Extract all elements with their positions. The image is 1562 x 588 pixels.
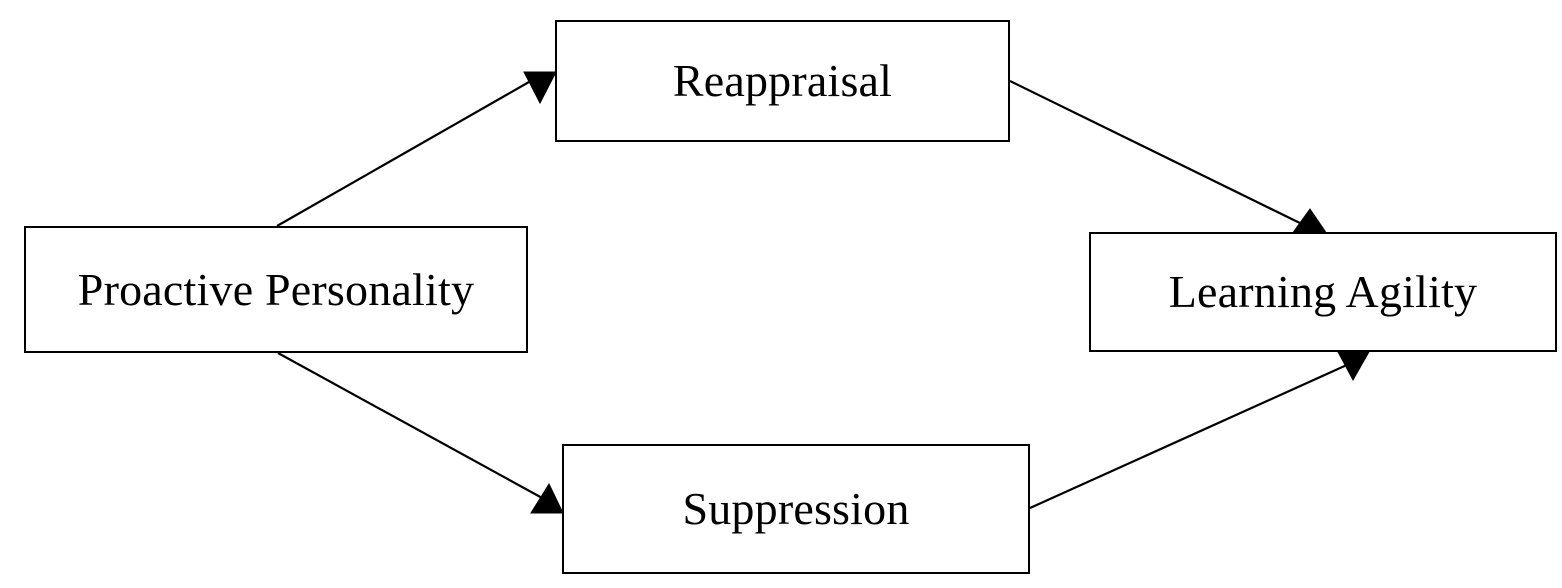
edge-line [277, 352, 545, 500]
arrowhead-icon [1336, 349, 1371, 382]
edge-line [1029, 362, 1350, 510]
node-proactive-personality[interactable]: Proactive Personality [24, 226, 528, 353]
edge-pp-to-reappraisal [276, 71, 557, 227]
edge-line [276, 77, 537, 227]
edge-pp-to-suppression [277, 352, 564, 514]
node-suppression-label: Suppression [682, 483, 910, 534]
node-learning-agility[interactable]: Learning Agility [1089, 232, 1557, 352]
node-learning-agility-label: Learning Agility [1168, 266, 1478, 317]
edge-suppression-to-agility [1029, 349, 1371, 510]
arrowhead-icon [530, 482, 564, 514]
node-reappraisal[interactable]: Reappraisal [555, 20, 1010, 142]
edge-line [1009, 80, 1307, 227]
node-proactive-personality-label: Proactive Personality [77, 263, 475, 315]
edge-reappraisal-to-agility [1009, 80, 1328, 235]
node-reappraisal-label: Reappraisal [672, 55, 893, 106]
node-suppression[interactable]: Suppression [562, 444, 1030, 574]
arrowhead-icon [523, 71, 557, 105]
